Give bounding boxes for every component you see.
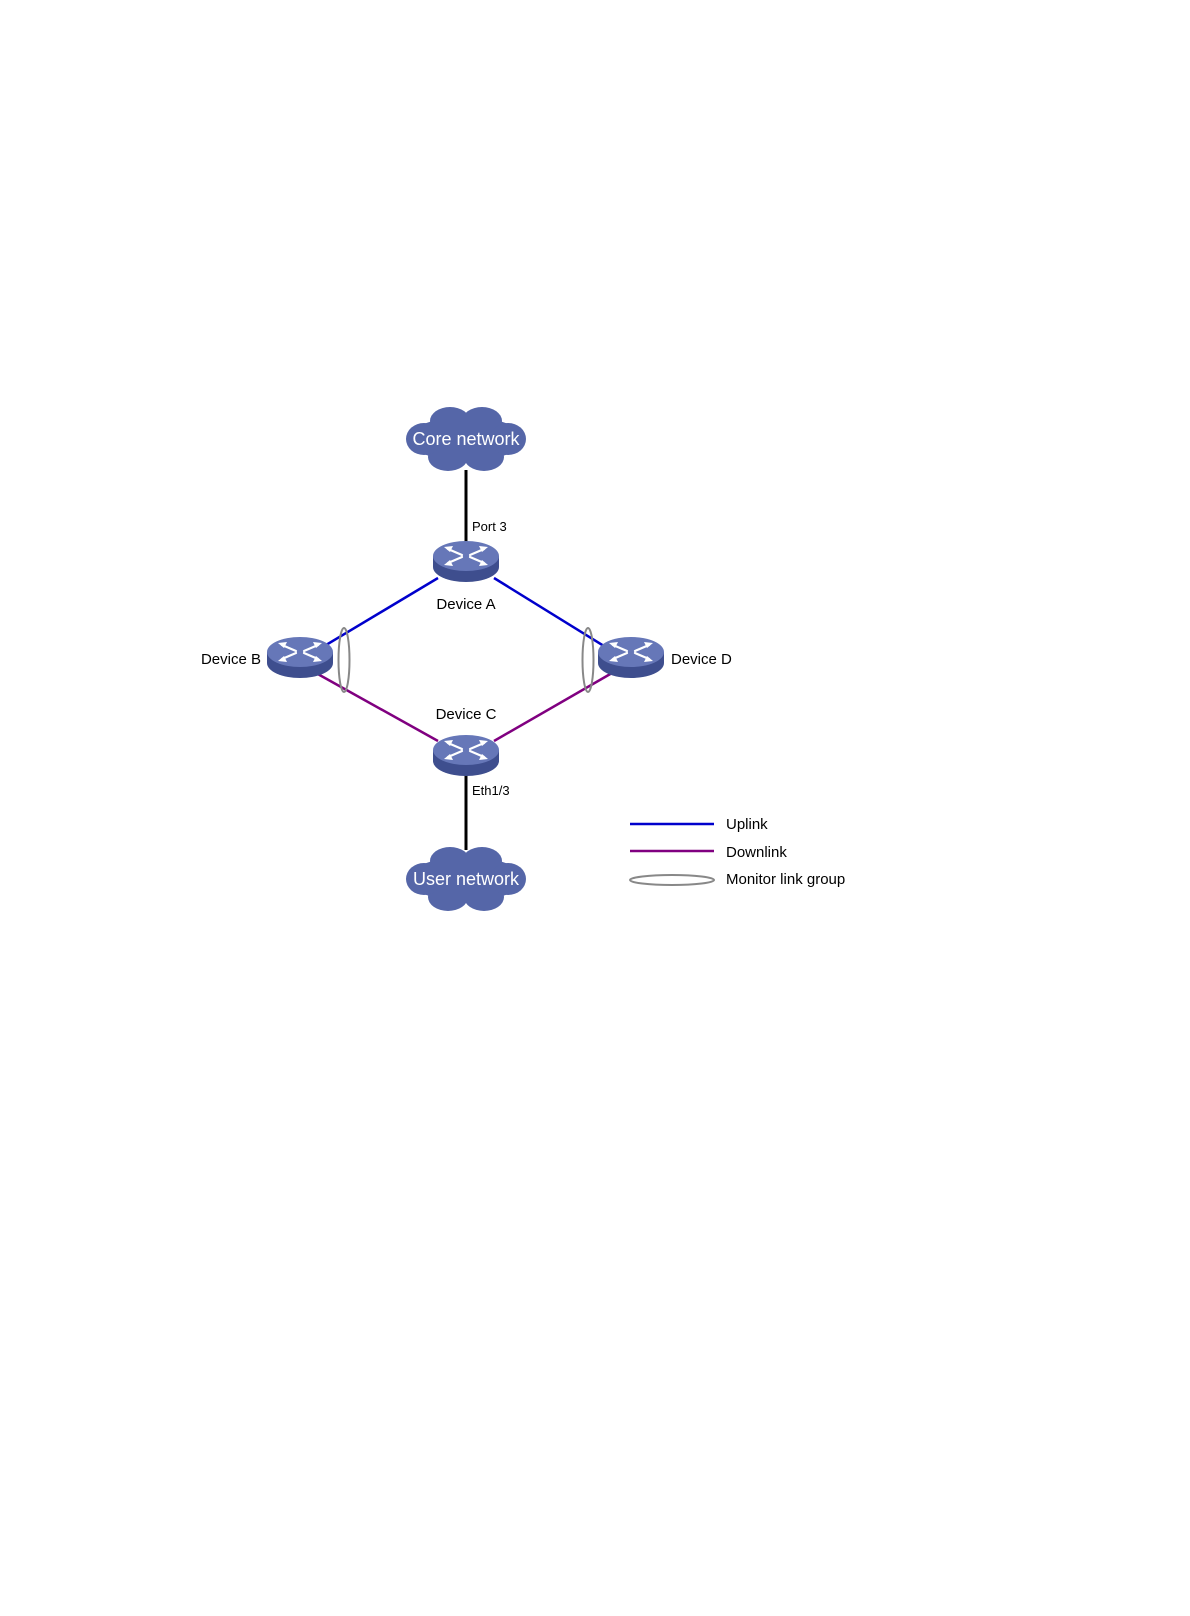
legend-monitor-group-swatch [630,875,714,885]
core-network-label: Core network [412,429,520,449]
legend-monitor-group-label: Monitor link group [726,871,845,888]
downlink-b-c [316,673,438,741]
port-3-label: Port 3 [472,519,507,534]
device-c-label: Device C [436,706,497,723]
uplink-a-b [316,578,438,651]
legend-uplink-label: Uplink [726,816,768,833]
device-b-switch-icon [267,637,333,678]
device-d-label: Device D [671,651,732,668]
downlink-d-c [494,673,612,741]
device-d-switch-icon [598,637,664,678]
uplink-a-d [494,578,612,651]
device-a-label: Device A [436,596,495,613]
legend-downlink-label: Downlink [726,844,787,861]
eth1-3-label: Eth1/3 [472,783,510,798]
device-b-label: Device B [201,651,261,668]
user-network-label: User network [413,869,520,889]
legend: Uplink Downlink Monitor link group [630,816,845,888]
monitor-link-group-b [339,628,350,692]
device-c-switch-icon [433,735,499,776]
device-a-switch-icon [433,541,499,582]
